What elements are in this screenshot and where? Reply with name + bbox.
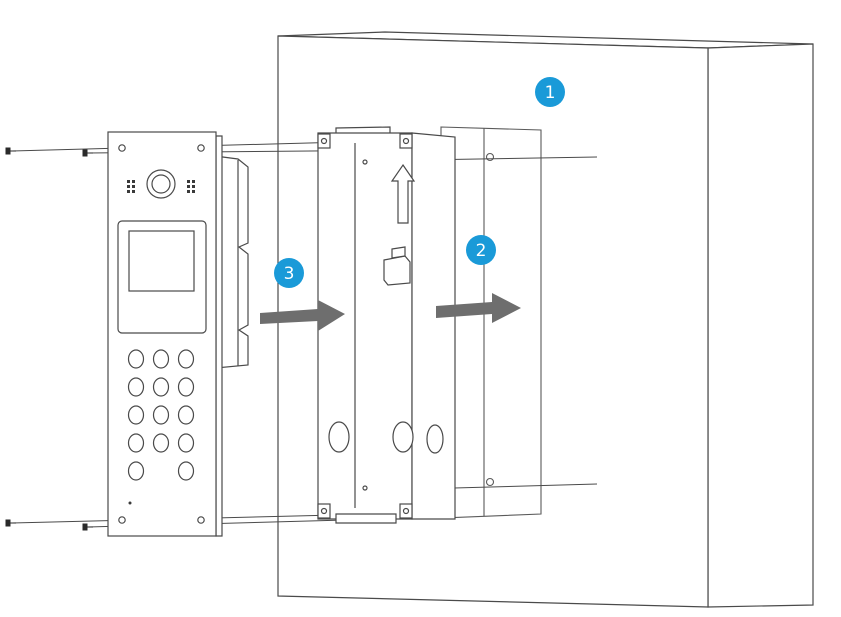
panel-screw-hole [118, 144, 126, 152]
keypad-key [152, 377, 170, 397]
mount-hole [402, 507, 410, 515]
keypad-key [127, 433, 145, 453]
step-badge-number: 1 [545, 83, 556, 103]
keypad-key [127, 349, 145, 369]
back-box-latch [383, 255, 411, 286]
keypad-key [177, 461, 195, 481]
keypad-key [127, 405, 145, 425]
panel-screw-hole [197, 144, 205, 152]
step-badge-3: 3 [274, 258, 304, 288]
mount-hole [362, 159, 368, 165]
cable-knockout [392, 421, 414, 453]
keypad-key [152, 349, 170, 369]
screw-icon [5, 147, 16, 155]
mount-hole [402, 137, 410, 145]
keypad-key [177, 377, 195, 397]
keypad-key [177, 349, 195, 369]
cable-knockout [426, 424, 444, 454]
step-badge-number: 2 [476, 241, 487, 261]
wall-recess [440, 126, 542, 519]
panel-rear-housing [214, 155, 249, 369]
door-station-panel [107, 131, 249, 537]
step-badge-number: 3 [284, 264, 295, 284]
step-badge-circle [535, 77, 565, 107]
screw-icon [82, 523, 93, 531]
recess-outline [440, 126, 542, 519]
panel-side-edge [215, 135, 223, 537]
step-badge-circle [274, 258, 304, 288]
panel-display-screen [128, 230, 195, 292]
speaker-grille-icon [187, 180, 195, 193]
keypad-key [127, 377, 145, 397]
step-badge-circle [466, 235, 496, 265]
screws [5, 147, 93, 531]
mount-hole [320, 137, 328, 145]
cable-knockout [328, 421, 350, 453]
camera-lens-inner [151, 174, 171, 194]
direction-arrow-icon [436, 293, 521, 323]
step-badge-1: 1 [535, 77, 565, 107]
screw-icon [82, 149, 93, 157]
speaker-grille-icon [127, 180, 135, 193]
step-badges: 1 2 3 [274, 77, 565, 288]
panel-screw-hole [197, 516, 205, 524]
back-box-side [411, 132, 456, 520]
recess-screw-hole [485, 477, 495, 487]
direction-arrow-icon [260, 300, 345, 331]
back-box [317, 126, 456, 524]
microphone-hole [128, 501, 132, 505]
keypad-key [177, 433, 195, 453]
recess-screw-hole [485, 152, 495, 162]
keypad-key [127, 461, 145, 481]
step-badge-2: 2 [466, 235, 496, 265]
back-box-latch-top [391, 246, 406, 259]
mount-hole [320, 507, 328, 515]
screw-icon [5, 519, 16, 527]
back-box-bottom-flange [335, 513, 397, 524]
up-arrow-icon [390, 163, 416, 224]
keypad-key [177, 405, 195, 425]
direction-arrows [260, 293, 521, 331]
wall-side-face [707, 43, 814, 608]
panel-front-plate [107, 131, 217, 537]
keypad-key [152, 433, 170, 453]
panel-keypad [127, 349, 195, 481]
keypad-key [152, 405, 170, 425]
panel-screw-hole [118, 516, 126, 524]
mount-hole [362, 485, 368, 491]
